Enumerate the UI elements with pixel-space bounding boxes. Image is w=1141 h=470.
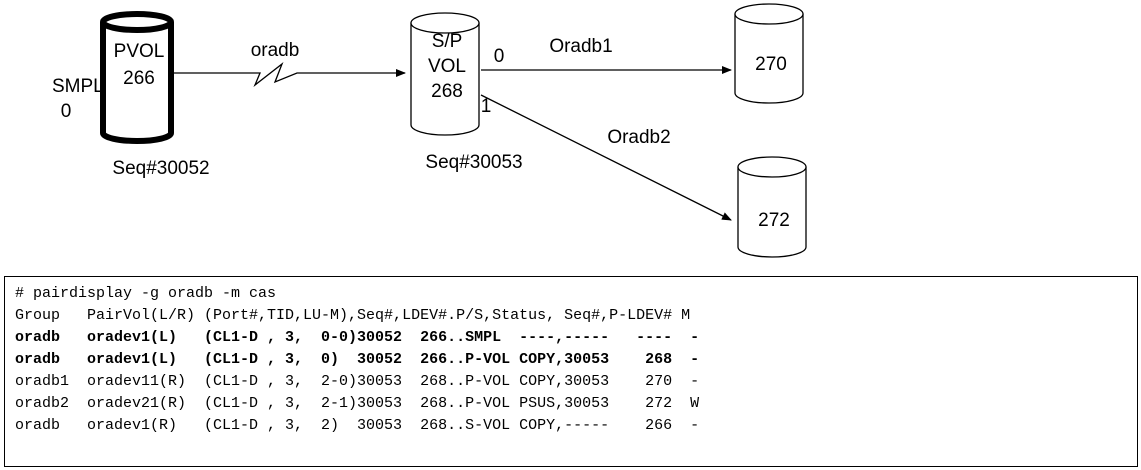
svol-label-line1: S/P bbox=[432, 31, 463, 52]
volume-270-label: 270 bbox=[755, 54, 787, 75]
terminal-output-line: oradb oradev1(R) (CL1-D , 3, 2) 30053 26… bbox=[15, 417, 700, 434]
terminal-output-line: oradb2 oradev21(R) (CL1-D , 3, 2-1)30053… bbox=[15, 395, 700, 412]
svol-label-line2: VOL bbox=[428, 56, 466, 77]
volume-270-cylinder bbox=[734, 3, 804, 104]
port-1-label: 1 bbox=[481, 96, 492, 117]
smpl-port: 0 bbox=[61, 101, 72, 122]
port-0-label: 0 bbox=[494, 46, 505, 67]
pvol-number: 266 bbox=[123, 68, 155, 89]
seq-30053-label: Seq#30053 bbox=[425, 152, 522, 173]
terminal-header-line: Group PairVol(L/R) (Port#,TID,LU-M),Seq#… bbox=[15, 307, 691, 324]
oradb1-label: Oradb1 bbox=[549, 36, 612, 57]
volume-272-label: 272 bbox=[758, 210, 790, 231]
pvol-cylinder bbox=[100, 11, 174, 144]
seq-30052-label: Seq#30052 bbox=[112, 158, 209, 179]
oradb-link bbox=[172, 62, 406, 88]
terminal-command-line: # pairdisplay -g oradb -m cas bbox=[15, 285, 277, 302]
oradb-link-label: oradb bbox=[251, 40, 300, 61]
terminal-output-line: oradb oradev1(L) (CL1-D , 3, 0-0)30052 2… bbox=[15, 329, 700, 346]
pvol-label: PVOL bbox=[114, 41, 165, 62]
oradb2-label: Oradb2 bbox=[607, 127, 670, 148]
svol-cylinder bbox=[410, 12, 480, 136]
oradb2-arrow bbox=[480, 94, 732, 221]
terminal-output-line: oradb1 oradev11(R) (CL1-D , 3, 2-0)30053… bbox=[15, 373, 700, 390]
smpl-label: SMPL bbox=[52, 76, 104, 97]
replication-diagram: PVOL 266 SMPL 0 oradb S/P VOL 268 0 1 Or… bbox=[52, 3, 807, 258]
volume-272-cylinder bbox=[737, 156, 807, 258]
terminal-output-line: oradb oradev1(L) (CL1-D , 3, 0) 30052 26… bbox=[15, 351, 700, 368]
svol-number: 268 bbox=[431, 81, 463, 102]
